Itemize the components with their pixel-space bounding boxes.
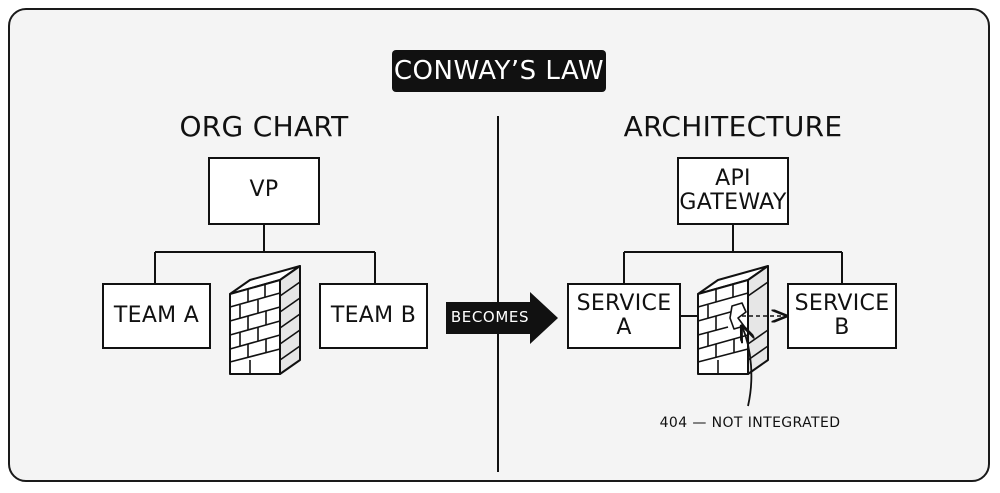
team-b-label: TEAM B [330, 303, 417, 328]
brick-wall-icon [697, 265, 769, 375]
annotation-pointer-arrow [742, 326, 751, 407]
architecture-heading: ARCHITECTURE [623, 110, 843, 143]
service-b-line-2: B [834, 314, 850, 340]
service-b-label: SERVICE B [788, 292, 896, 340]
api-gateway-box [677, 157, 789, 225]
architecture-connector-lines [623, 224, 843, 317]
team-b-box [319, 283, 428, 349]
vp-label: VP [249, 177, 279, 202]
service-a-line-2: A [616, 314, 632, 340]
api-gateway-line-1: API [715, 166, 751, 191]
team-a-box [102, 283, 211, 349]
api-gateway-label: API GATEWAY [678, 167, 788, 215]
api-gateway-line-2: GATEWAY [679, 189, 787, 215]
vp-box [208, 157, 320, 225]
becomes-label: BECOMES [450, 308, 530, 326]
org-connector-lines [154, 224, 376, 284]
service-b-line-1: SERVICE [794, 291, 890, 316]
arrow-right-icon [446, 292, 558, 344]
diagram-title: CONWAY’S LAW [392, 50, 606, 92]
service-a-line-1: SERVICE [576, 291, 672, 316]
team-a-label: TEAM A [113, 303, 200, 328]
service-a-label: SERVICE A [568, 292, 680, 340]
not-integrated-annotation: 404 — NOT INTEGRATED [659, 415, 841, 431]
org-chart-heading: ORG CHART [179, 110, 349, 143]
brick-wall-icon [229, 265, 301, 375]
